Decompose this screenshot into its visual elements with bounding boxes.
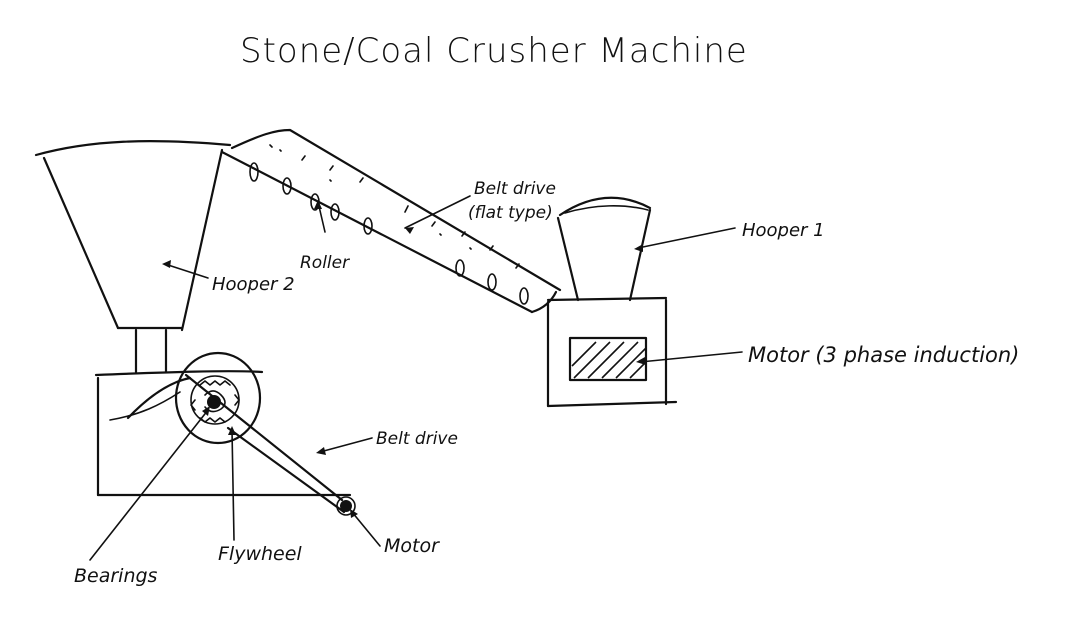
motor-box (546, 296, 678, 408)
label-motor-3-phase: Motor (3 phase induction) (748, 343, 1019, 367)
flywheel (174, 351, 262, 445)
hopper-2 (34, 140, 232, 374)
label-belt-drive-flat: Belt drive (474, 179, 556, 199)
label-hopper-2: Hooper 2 (212, 274, 295, 295)
leader-arrows (89, 195, 743, 561)
conveyor-rollers (249, 162, 529, 305)
motor-hatch (571, 341, 647, 379)
flat-belt-conveyor (220, 128, 562, 314)
label-motor: Motor (384, 535, 440, 557)
label-flywheel: Flywheel (218, 543, 302, 565)
hopper-1 (556, 196, 652, 302)
crusher-housing (94, 370, 352, 497)
label-belt-drive: Belt drive (376, 429, 458, 449)
crusher-belt-drive (184, 373, 356, 516)
label-bearings: Bearings (74, 565, 158, 587)
diagram-title: Stone/Coal Crusher Machine (240, 31, 748, 71)
label-roller: Roller (300, 253, 350, 273)
label-hopper-1: Hooper 1 (742, 220, 825, 241)
label-belt-drive-flat-sub: (flat type) (468, 203, 553, 223)
